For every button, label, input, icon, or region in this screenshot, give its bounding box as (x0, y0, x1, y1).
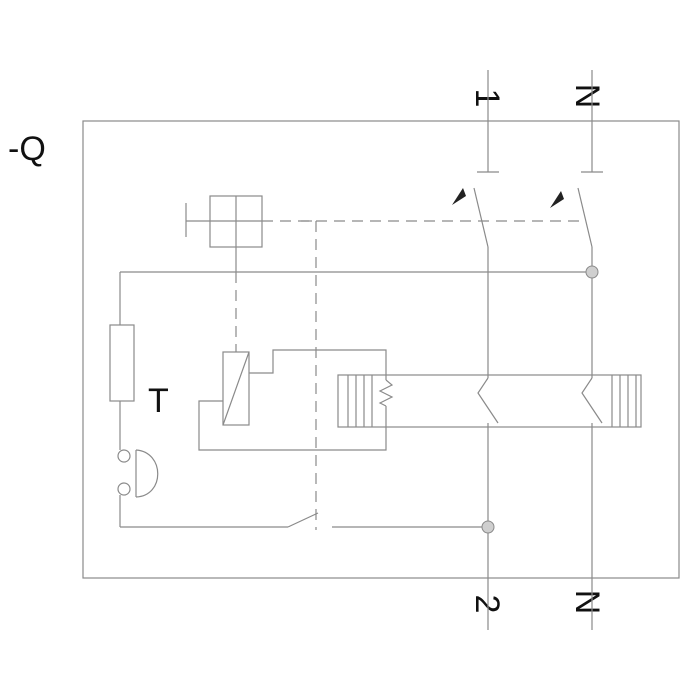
terminal-label-top-neutral: N (568, 84, 606, 109)
junction-dot (585, 265, 599, 279)
junction-dot (481, 520, 495, 534)
summation-transformer (337, 374, 642, 428)
terminal-label-top-phase: 1 (468, 89, 506, 108)
mechanical-linkage (235, 220, 585, 530)
trip-mechanism (185, 195, 263, 272)
test-circuit (109, 271, 592, 528)
trip-relay (198, 349, 394, 451)
winding-resistor-icon (378, 379, 394, 407)
phase-release-arrow-icon (452, 188, 466, 205)
terminal-label-bottom-neutral: N (568, 590, 606, 615)
test-button-label: T (148, 382, 169, 420)
test-resistor (109, 324, 135, 402)
terminal-label-bottom-phase: 2 (468, 595, 506, 614)
neutral-conductor (577, 70, 603, 630)
phase-conductor (473, 70, 499, 630)
test-button-icon (135, 449, 159, 498)
device-enclosure (82, 120, 680, 579)
device-label: -Q (8, 130, 46, 168)
neutral-release-arrow-icon (550, 191, 564, 208)
